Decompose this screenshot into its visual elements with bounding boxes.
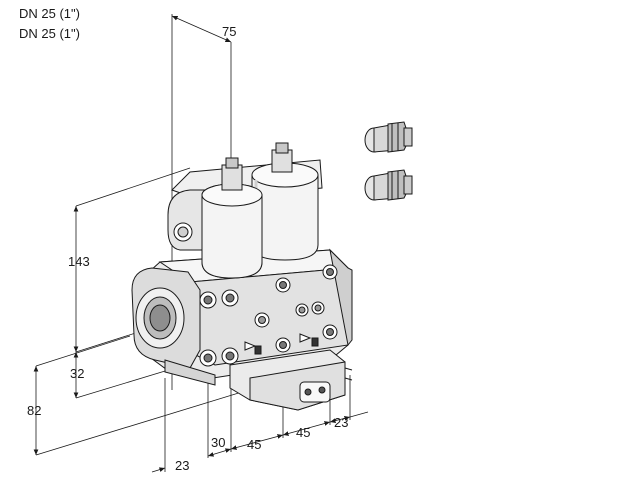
- dim-width-b: 45: [247, 437, 261, 452]
- dim-width-c: 45: [296, 425, 310, 440]
- dim-width-a: 30: [211, 435, 225, 450]
- dim-depth-top: 75: [222, 24, 236, 39]
- valve-body: [131, 142, 353, 411]
- cable-gland-upper: [364, 121, 413, 153]
- dimension-lines: [33, 14, 369, 473]
- dim-height-lower: 32: [70, 366, 84, 381]
- nominal-size-line-1: DN 25 (1"): [19, 6, 80, 21]
- dim-height-total: 82: [27, 403, 41, 418]
- nominal-size-line-2: DN 25 (1"): [19, 26, 80, 41]
- dim-height-body: 143: [68, 254, 90, 269]
- cable-glands: [364, 121, 413, 201]
- dim-width-right: 23: [334, 415, 348, 430]
- cable-gland-lower: [364, 169, 413, 201]
- dim-width-left: 23: [175, 458, 189, 473]
